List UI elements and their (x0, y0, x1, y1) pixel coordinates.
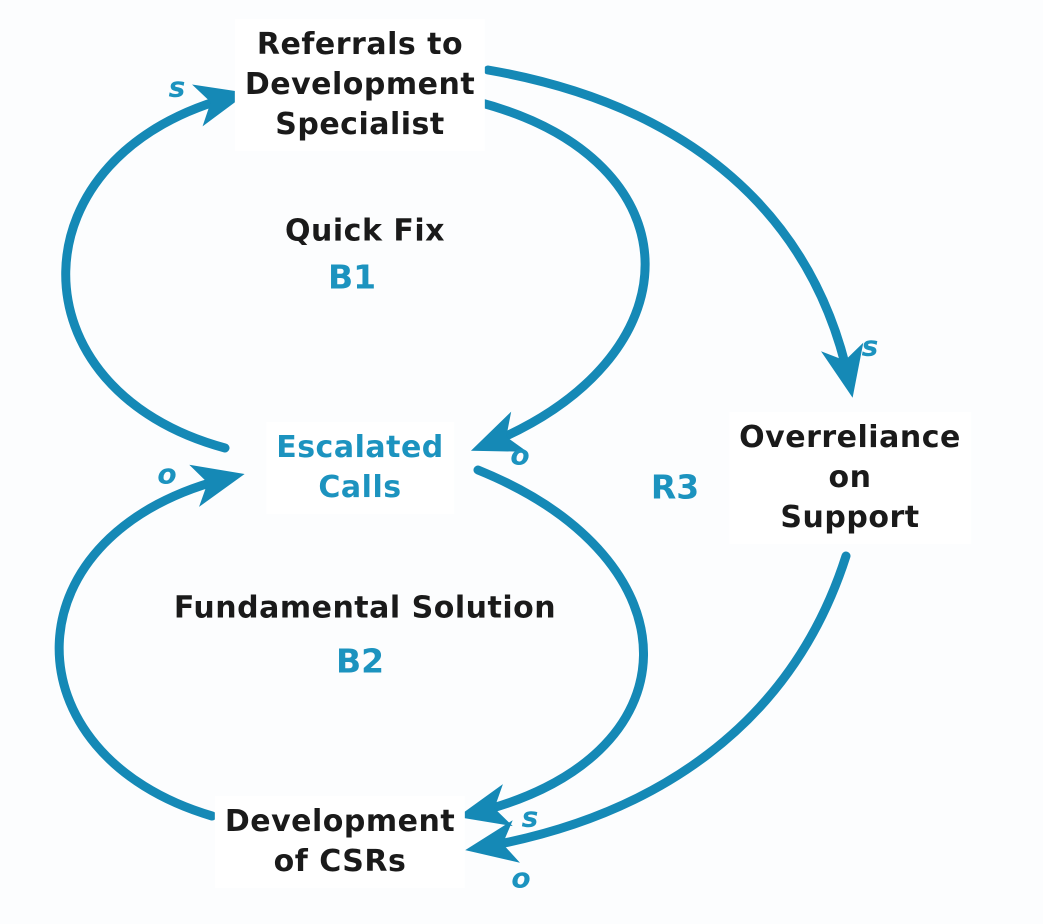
loop-r3-id: R3 (650, 467, 700, 507)
node-referrals-line2: Development (244, 67, 476, 102)
node-escalated-line1: Escalated (276, 430, 444, 465)
arrow-overreliance-to-csrs (465, 551, 851, 863)
node-referrals: Referrals to Development Specialist (234, 19, 486, 151)
node-overreliance-line3: Support (780, 500, 920, 535)
arrow-escalated-to-referrals (61, 84, 248, 453)
arrow-csrs-to-escalated (54, 464, 245, 821)
loop-b2-name: Fundamental Solution (173, 590, 557, 626)
loop-b1-id: B1 (327, 257, 377, 297)
polarity-overreliance-to-csrs: o (511, 861, 531, 895)
polarity-escalated-to-referrals: s (168, 70, 186, 104)
node-escalated-line2: Calls (318, 470, 402, 505)
node-overreliance-line2: on (828, 460, 872, 495)
loop-b1-name: Quick Fix (285, 213, 445, 249)
arrow-referrals-to-overreliance (483, 65, 864, 398)
loop-b2-id: B2 (335, 641, 385, 681)
polarity-escalated-to-csrs: s (521, 800, 539, 834)
node-development-of-csrs: Development of CSRs (214, 796, 466, 888)
node-overreliance-line1: Overreliance (739, 420, 961, 455)
node-referrals-line1: Referrals to (256, 27, 464, 62)
node-overreliance: Overreliance on Support (729, 412, 971, 544)
node-referrals-line3: Specialist (275, 107, 445, 142)
polarity-csrs-to-escalated: o (157, 457, 177, 491)
node-escalated-calls: Escalated Calls (266, 422, 454, 514)
node-csrs-line2: of CSRs (273, 844, 407, 879)
polarity-referrals-to-overreliance: s (861, 329, 879, 363)
arrow-referrals-to-escalated (470, 97, 650, 452)
arrow-escalated-to-csrs (457, 465, 648, 827)
node-csrs-line1: Development (224, 804, 456, 839)
polarity-referrals-to-escalated: o (510, 438, 530, 472)
